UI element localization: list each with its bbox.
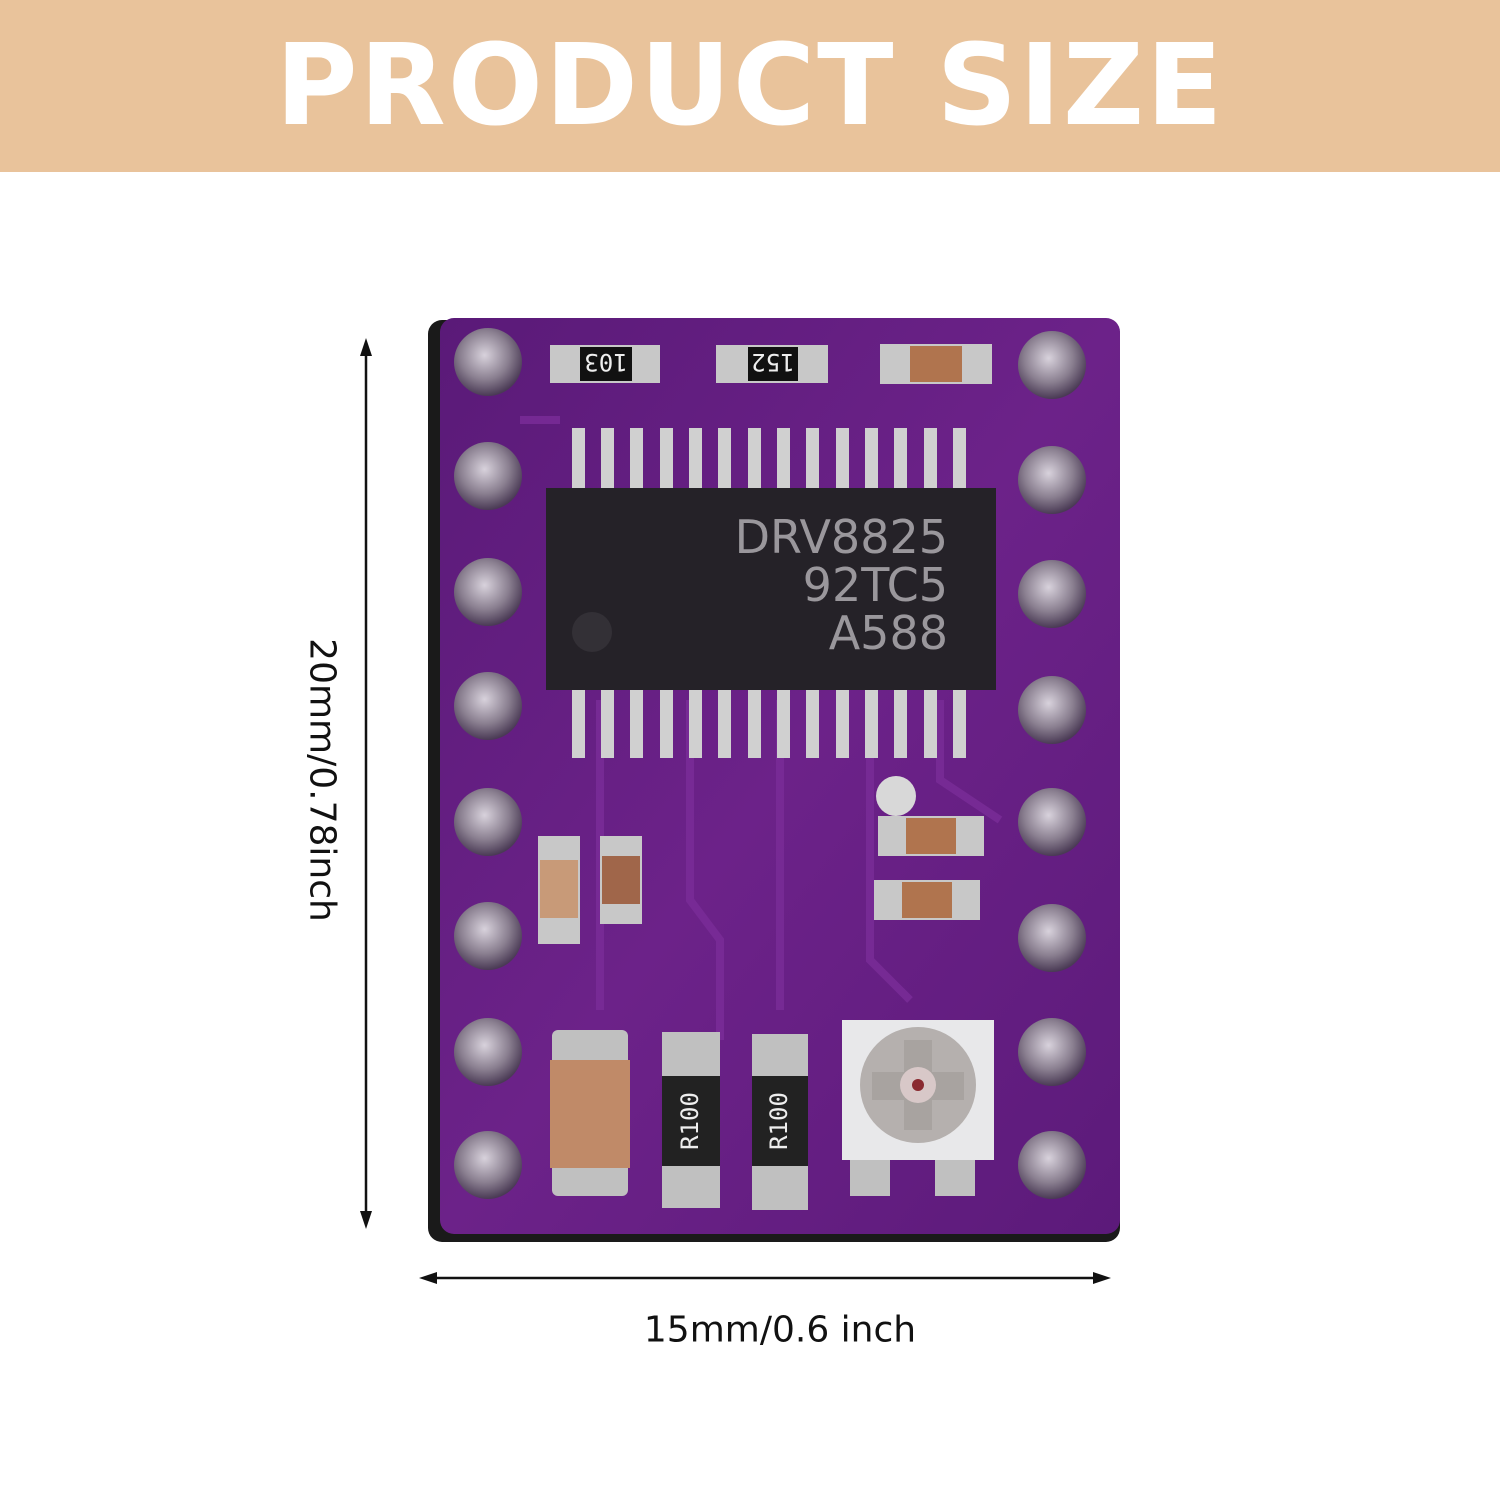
header-banner: PRODUCT SIZE [0,0,1500,172]
potentiometer [842,1020,994,1196]
chip-pins [572,428,966,758]
page-title: PRODUCT SIZE [275,21,1225,151]
resistor-152: 152 [716,345,828,383]
width-arrow [419,1272,1111,1284]
svg-text:103: 103 [584,348,627,376]
height-arrow [360,338,372,1229]
svg-text:DRV8825: DRV8825 [735,510,948,564]
sense-resistor-left: R100 [662,1032,720,1208]
resistor-103: 103 [550,345,660,383]
right-header-pins [1018,331,1086,1199]
height-dimension-label: 20mm/0.78inch [301,638,343,922]
sense-resistor-right: R100 [752,1034,808,1210]
svg-text:152: 152 [751,348,794,376]
capacitor-top [880,344,992,384]
left-header-pins [454,328,522,1199]
bulk-capacitor [550,1030,630,1196]
capacitors-mid [538,776,984,944]
svg-text:A588: A588 [829,606,948,660]
svg-text:R100: R100 [676,1092,704,1150]
svg-text:92TC5: 92TC5 [803,558,948,612]
stepper-driver-board: 103 152 DRV8825 92TC5 A588 R100 [428,318,1120,1242]
width-dimension-label: 15mm/0.6 inch [643,1309,917,1351]
svg-text:R100: R100 [765,1092,793,1150]
driver-chip: DRV8825 92TC5 A588 [546,488,996,690]
